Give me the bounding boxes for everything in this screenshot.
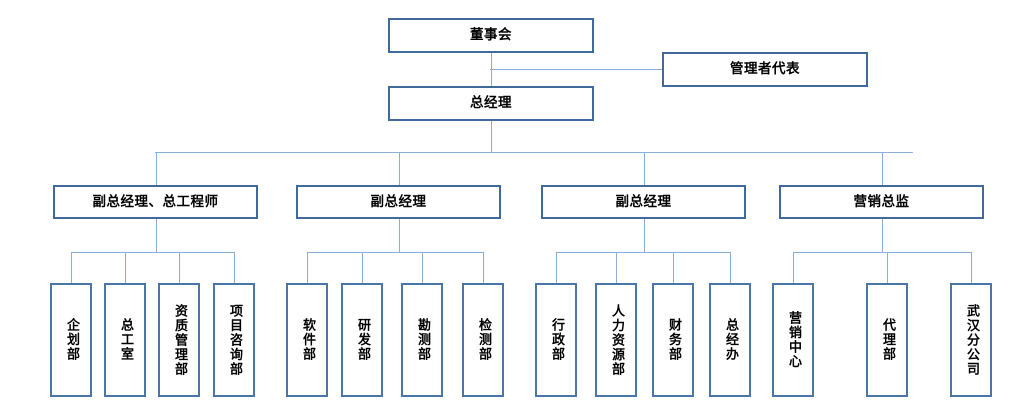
- connector-board-to-management-rep: [490, 69, 662, 70]
- node-department-2-3-label: 勘测部: [414, 318, 430, 362]
- node-department-1-1[interactable]: 企划部: [50, 283, 92, 397]
- node-department-2-1-label: 软件部: [299, 318, 315, 362]
- node-division-4[interactable]: 营销总监: [779, 185, 984, 219]
- connector-dept-1-2-stem: [125, 252, 126, 283]
- connector-dept-4-2-stem: [887, 252, 888, 283]
- node-division-1-label: 副总经理、总工程师: [92, 193, 219, 210]
- node-department-4-3[interactable]: 武汉分公司: [950, 283, 992, 397]
- node-general-manager-label: 总经理: [470, 95, 512, 112]
- node-department-4-1-label: 营销中心: [785, 311, 801, 369]
- node-management-rep[interactable]: 管理者代表: [662, 52, 868, 87]
- connector-dept-2-3-stem: [422, 252, 423, 283]
- node-department-1-2[interactable]: 总工室: [104, 283, 146, 397]
- connector-sub-bus-1: [71, 252, 234, 253]
- node-department-2-3[interactable]: 勘测部: [401, 283, 443, 397]
- node-department-2-4[interactable]: 检测部: [462, 283, 504, 397]
- node-department-1-2-label: 总工室: [117, 318, 133, 362]
- node-management-rep-label: 管理者代表: [730, 61, 800, 78]
- connector-sub-bus-3: [556, 252, 730, 253]
- connector-division-3-stem: [644, 219, 645, 252]
- connector-main-bus: [155, 152, 913, 153]
- node-general-manager[interactable]: 总经理: [388, 86, 594, 121]
- node-division-2-label: 副总经理: [370, 193, 427, 210]
- node-department-3-1[interactable]: 行政部: [535, 283, 577, 397]
- connector-dept-3-1-stem: [556, 252, 557, 283]
- connector-dept-3-3-stem: [673, 252, 674, 283]
- node-division-4-label: 营销总监: [853, 193, 910, 210]
- node-department-3-3[interactable]: 财务部: [652, 283, 694, 397]
- connector-division-1-stem: [156, 219, 157, 252]
- connector-gm-to-bus: [491, 121, 492, 152]
- connector-dept-3-4-stem: [730, 252, 731, 283]
- node-division-3[interactable]: 副总经理: [541, 185, 746, 219]
- node-department-3-2-label: 人力资源部: [608, 303, 624, 377]
- connector-dept-2-4-stem: [483, 252, 484, 283]
- node-division-2[interactable]: 副总经理: [296, 185, 501, 219]
- node-department-3-4[interactable]: 总经办: [709, 283, 751, 397]
- node-department-4-3-label: 武汉分公司: [963, 303, 979, 377]
- node-department-3-3-label: 财务部: [665, 318, 681, 362]
- node-department-4-2[interactable]: 代理部: [866, 283, 908, 397]
- connector-dept-2-2-stem: [362, 252, 363, 283]
- connector-division-2-stem: [399, 219, 400, 252]
- node-department-1-3[interactable]: 资质管理部: [158, 283, 200, 397]
- node-department-3-1-label: 行政部: [548, 318, 564, 362]
- connector-dept-4-1-stem: [793, 252, 794, 283]
- node-department-2-2-label: 研发部: [354, 318, 370, 362]
- node-division-1[interactable]: 副总经理、总工程师: [53, 185, 258, 219]
- node-department-4-2-label: 代理部: [879, 318, 895, 362]
- connector-bus-to-division-4: [882, 152, 883, 185]
- node-department-2-1[interactable]: 软件部: [286, 283, 328, 397]
- connector-dept-2-1-stem: [307, 252, 308, 283]
- node-department-1-4[interactable]: 项目咨询部: [213, 283, 255, 397]
- node-department-1-1-label: 企划部: [63, 318, 79, 362]
- connector-dept-1-4-stem: [234, 252, 235, 283]
- node-department-2-2[interactable]: 研发部: [341, 283, 383, 397]
- node-department-3-4-label: 总经办: [722, 318, 738, 362]
- connector-bus-to-division-3: [644, 152, 645, 185]
- node-board-label: 董事会: [470, 27, 512, 44]
- node-board[interactable]: 董事会: [388, 18, 594, 53]
- node-department-1-4-label: 项目咨询部: [226, 303, 242, 377]
- connector-sub-bus-4: [793, 252, 971, 253]
- node-department-3-2[interactable]: 人力资源部: [595, 283, 637, 397]
- node-department-4-1[interactable]: 营销中心: [772, 283, 814, 397]
- connector-bus-to-division-2: [399, 152, 400, 185]
- node-division-3-label: 副总经理: [615, 193, 672, 210]
- connector-division-4-stem: [882, 219, 883, 252]
- connector-bus-to-division-1: [156, 152, 157, 185]
- connector-dept-1-3-stem: [179, 252, 180, 283]
- connector-sub-bus-2: [307, 252, 483, 253]
- connector-dept-3-2-stem: [616, 252, 617, 283]
- node-department-1-3-label: 资质管理部: [171, 303, 187, 377]
- connector-dept-4-3-stem: [971, 252, 972, 283]
- connector-dept-1-1-stem: [71, 252, 72, 283]
- node-department-2-4-label: 检测部: [475, 318, 491, 362]
